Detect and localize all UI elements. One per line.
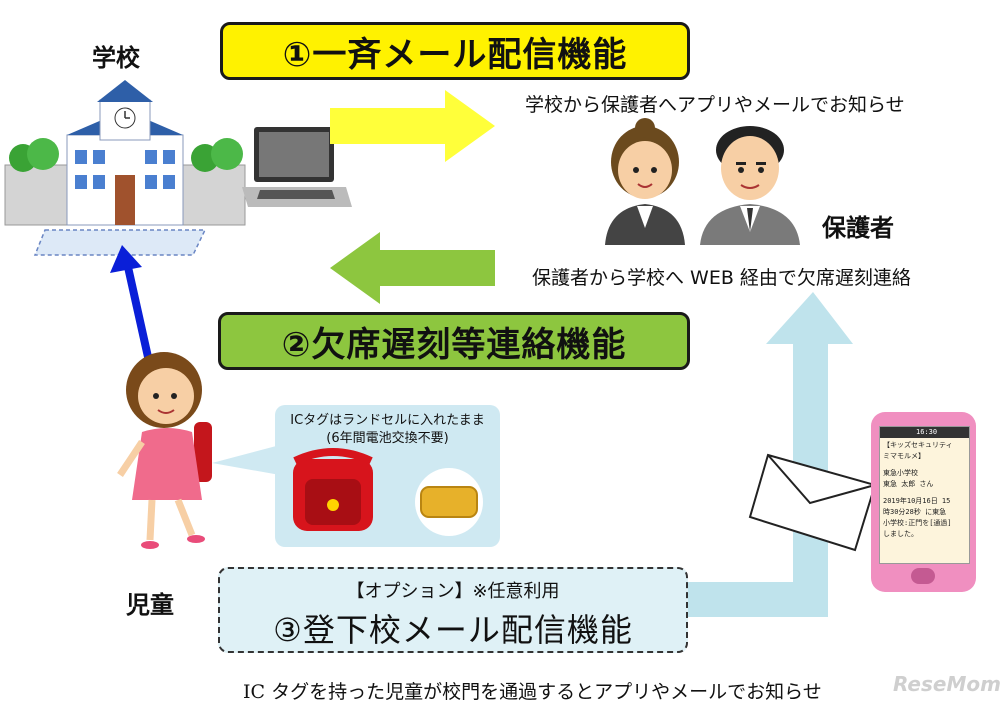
absence-banner: ②欠席遅刻等連絡機能 — [218, 312, 690, 370]
phone-home-button — [911, 568, 935, 584]
blue-arrow-up-icon — [110, 245, 152, 358]
child-illustration — [117, 352, 212, 549]
ic-tag-icon — [415, 468, 483, 536]
ic-note-line2: (6年間電池交換不要) — [326, 431, 449, 446]
school-to-parents-caption: 学校から保護者へアプリやメールでお知らせ — [525, 94, 905, 116]
phone-line: ミマモルメ】 — [883, 452, 925, 460]
phone-line: 東急 太郎 さん — [883, 480, 934, 488]
parents-illustration — [605, 118, 800, 245]
child-label: 児童 — [126, 591, 174, 619]
phone-line: 2019年10月16日 15 — [883, 497, 951, 505]
ic-gate-caption: IC タグを持った児童が校門を通過するとアプリやメールでお知らせ — [243, 681, 822, 703]
parents-to-school-caption: 保護者から学校へ WEB 経由で欠席遅刻連絡 — [532, 267, 911, 289]
phone-line: 小学校:正門を[通過] — [883, 519, 952, 527]
ic-note-line1: ICタグはランドセルに入れたまま — [290, 413, 485, 428]
gate-option-text: 【オプション】※任意利用 — [346, 581, 560, 602]
green-arrow-left-icon — [330, 232, 495, 304]
phone-time: 16:30 — [916, 428, 938, 436]
yellow-arrow-right-icon — [330, 90, 495, 162]
school-label: 学校 — [92, 44, 140, 72]
phone-screen: 16:30 【キッズセキュリティ ミマモルメ】 東急小学校 東急 太郎 さん 2… — [879, 426, 970, 564]
envelope-icon — [748, 453, 877, 552]
phone-line: しました。 — [883, 530, 918, 538]
phone-line: 【キッズセキュリティ — [883, 441, 953, 449]
phone-status-bar: 16:30 — [880, 427, 969, 438]
broadcast-banner: ①一斉メール配信機能 — [220, 22, 690, 80]
smartphone: 16:30 【キッズセキュリティ ミマモルメ】 東急小学校 東急 太郎 さん 2… — [871, 412, 976, 592]
randoseru-icon — [293, 448, 373, 531]
school-illustration — [4, 80, 246, 256]
parents-label: 保護者 — [822, 214, 894, 242]
laptop-icon — [242, 127, 352, 207]
ic-callout-pointer — [212, 445, 280, 475]
resemom-watermark: ReseMom — [893, 672, 1001, 696]
phone-line: 東急小学校 — [883, 469, 918, 477]
ic-tag-callout: ICタグはランドセルに入れたまま (6年間電池交換不要) — [275, 405, 500, 547]
gate-banner: 【オプション】※任意利用 ③登下校メール配信機能 — [218, 567, 688, 653]
gate-banner-title: ③登下校メール配信機能 — [273, 611, 633, 649]
phone-line: 時30分28秒 に東急 — [883, 508, 947, 516]
